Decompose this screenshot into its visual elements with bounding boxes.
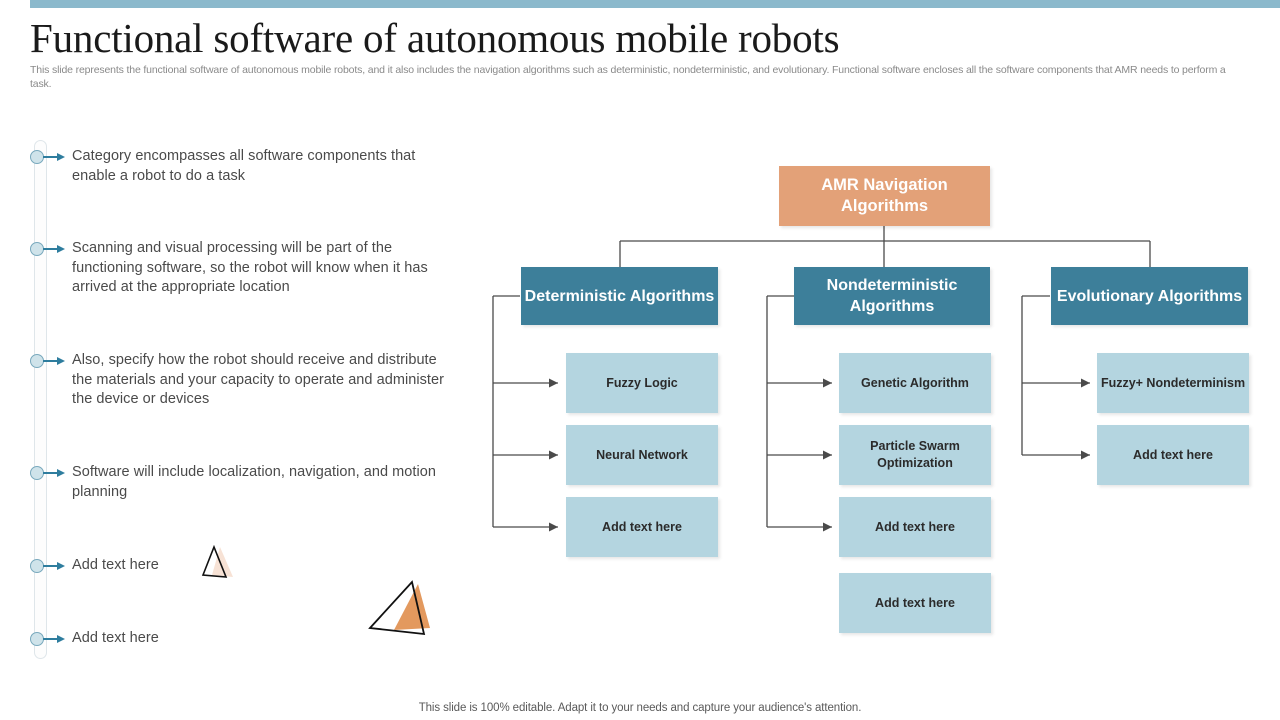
list-item[interactable]: Also, specify how the robot should recei… (30, 351, 450, 410)
bullet-marker-icon (30, 240, 72, 260)
bullet-arrow-icon (43, 472, 59, 474)
bullet-marker-icon (30, 464, 72, 484)
diagram-leaf-label: Add text here (1133, 447, 1213, 462)
diagram-leaf-label: Fuzzy+ Nondeterminism (1100, 375, 1246, 390)
bullet-arrow-head-icon (57, 561, 65, 570)
bullet-arrow-icon (43, 638, 59, 640)
bullet-arrow-head-icon (57, 356, 65, 365)
bullet-dot-icon (30, 466, 44, 480)
left-timeline-rail (34, 140, 47, 659)
footer-note: This slide is 100% editable. Adapt it to… (418, 702, 862, 714)
bullet-marker-icon (30, 148, 72, 168)
bullet-arrow-icon (43, 565, 59, 567)
diagram-leaf-box[interactable]: Particle Swarm Optimization (839, 425, 991, 485)
diagram-branch-header-label: Deterministic Algorithms (524, 287, 715, 305)
list-item[interactable]: Scanning and visual processing will be p… (30, 239, 450, 298)
diagram-branch-header-nondeterministic[interactable]: Nondeterministic Algorithms (794, 267, 990, 325)
bullet-arrow-head-icon (57, 244, 65, 253)
diagram-root-label: AMR Navigation Algorithms (821, 176, 948, 215)
diagram-branch-header-label: Nondeterministic Algorithms (826, 277, 958, 315)
bullet-marker-icon (30, 630, 72, 650)
bullet-marker-icon (30, 557, 72, 577)
diagram-branch-header-deterministic[interactable]: Deterministic Algorithms (521, 267, 718, 325)
bullet-marker-icon (30, 352, 72, 372)
diagram-root-box[interactable]: AMR Navigation Algorithms (779, 166, 990, 226)
bullet-dot-icon (30, 559, 44, 573)
bullet-arrow-icon (43, 360, 59, 362)
list-item-label: Add text here (72, 630, 159, 646)
bullet-dot-icon (30, 632, 44, 646)
list-item[interactable]: Category encompasses all software compon… (30, 147, 450, 186)
diagram-leaf-box[interactable]: Fuzzy Logic (566, 353, 718, 413)
top-accent-bar (30, 0, 1280, 8)
slide-subtitle: This slide represents the functional sof… (30, 64, 1226, 90)
list-item-label: Also, specify how the robot should recei… (72, 352, 444, 407)
bullet-arrow-head-icon (57, 152, 65, 161)
diagram-leaf-box[interactable]: Genetic Algorithm (839, 353, 991, 413)
bullet-arrow-icon (43, 156, 59, 158)
diagram-leaf-box[interactable]: Add text here (839, 497, 991, 557)
bullet-arrow-head-icon (57, 468, 65, 477)
page-title: Functional software of autonomous mobile… (30, 15, 840, 61)
diagram-leaf-box[interactable]: Add text here (566, 497, 718, 557)
diagram-leaf-label: Add text here (875, 595, 955, 610)
diagram-leaf-label: Neural Network (596, 447, 688, 462)
bullet-dot-icon (30, 242, 44, 256)
diagram-leaf-label: Particle Swarm Optimization (870, 439, 960, 470)
list-item-label: Software will include localization, navi… (72, 464, 436, 500)
diagram-leaf-label: Fuzzy Logic (606, 375, 678, 390)
diagram-leaf-box[interactable]: Add text here (1097, 425, 1249, 485)
bullet-arrow-head-icon (57, 634, 65, 643)
diagram-leaf-box[interactable]: Neural Network (566, 425, 718, 485)
diagram-leaf-label: Add text here (875, 519, 955, 534)
diagram-branch-header-evolutionary[interactable]: Evolutionary Algorithms (1051, 267, 1248, 325)
decorative-triangle-large (368, 580, 430, 636)
list-item-label: Category encompasses all software compon… (72, 148, 416, 184)
list-item[interactable]: Add text here (30, 556, 450, 577)
bullet-dot-icon (30, 150, 44, 164)
list-item-label: Scanning and visual processing will be p… (72, 240, 428, 295)
bullet-dot-icon (30, 354, 44, 368)
list-item[interactable]: Software will include localization, navi… (30, 463, 450, 502)
list-item-label: Add text here (72, 557, 159, 573)
diagram-leaf-box[interactable]: Fuzzy+ Nondeterminism (1097, 353, 1249, 413)
bullet-arrow-icon (43, 248, 59, 250)
diagram-leaf-box[interactable]: Add text here (839, 573, 991, 633)
diagram-branch-header-label: Evolutionary Algorithms (1056, 287, 1243, 305)
diagram-leaf-label: Add text here (602, 519, 682, 534)
list-item[interactable]: Add text here (30, 629, 450, 650)
diagram-leaf-label: Genetic Algorithm (861, 375, 969, 390)
decorative-triangle-small (201, 545, 233, 578)
